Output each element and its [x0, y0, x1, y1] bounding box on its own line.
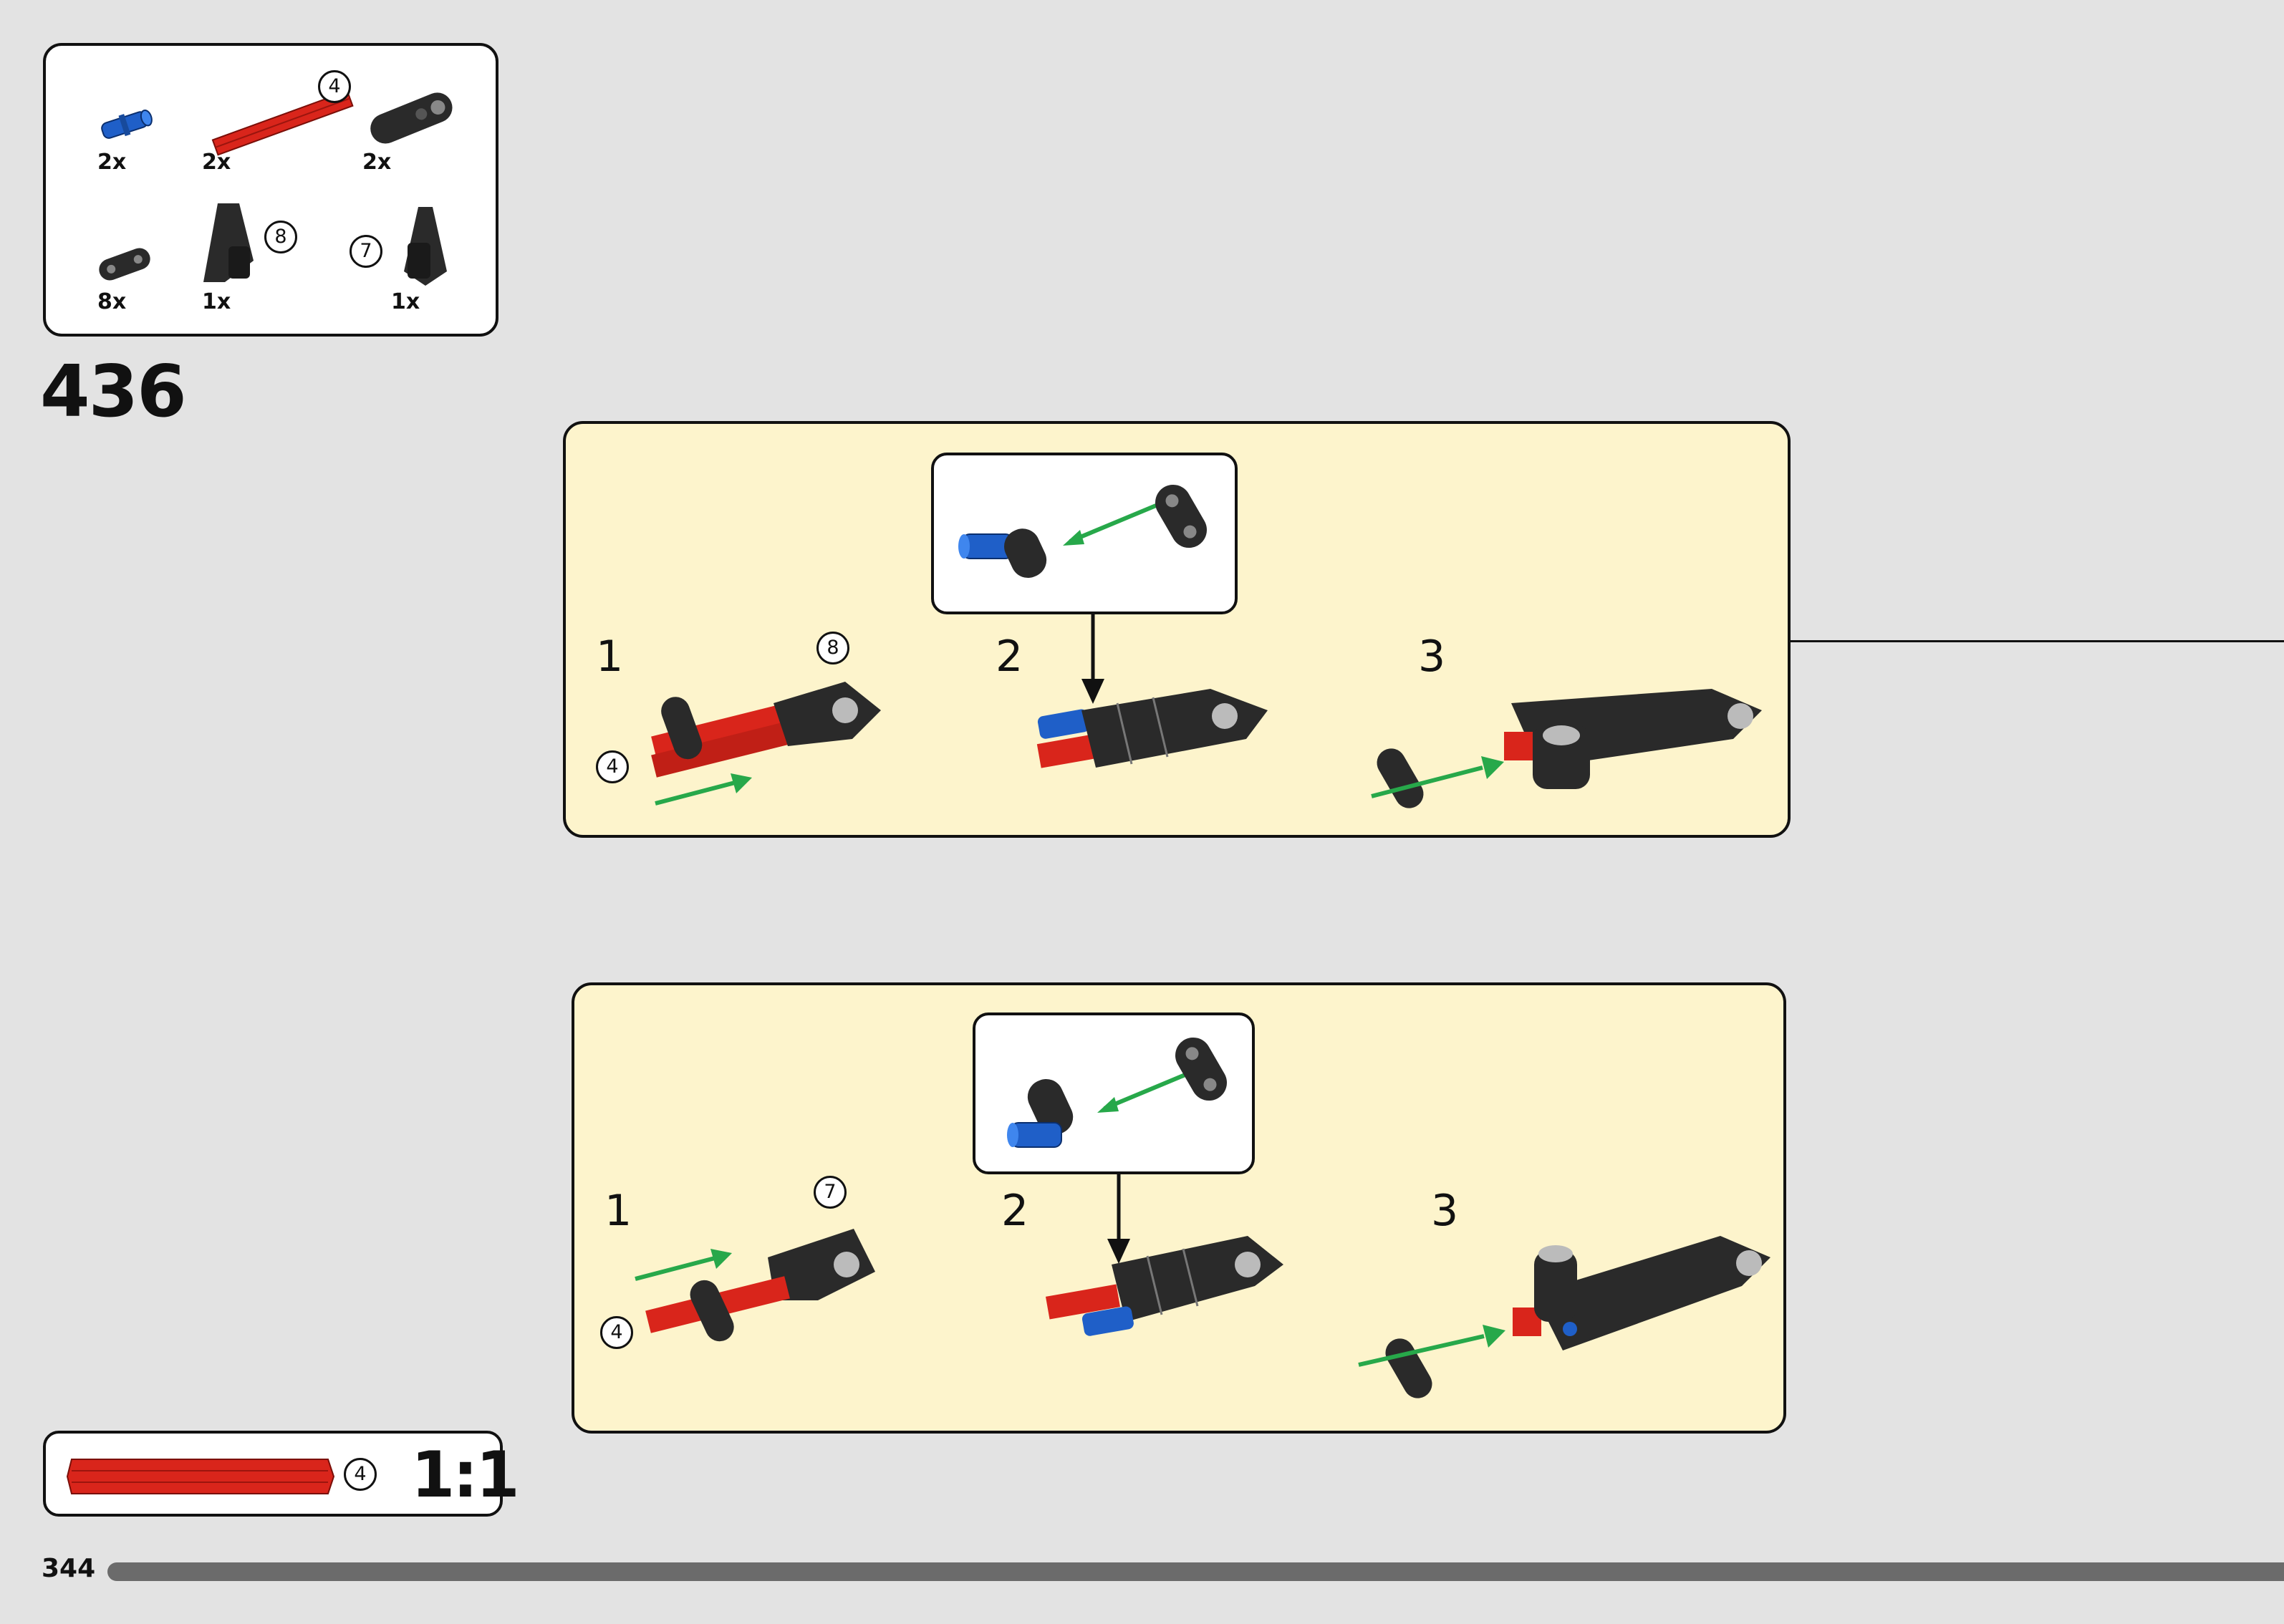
lower-inset-box — [973, 1012, 1255, 1174]
upper-substep-panel: 1 2 3 8 4 — [563, 421, 1791, 838]
upper-sub3-assembly — [1504, 689, 1762, 789]
upper-sub3-green-arrow — [1371, 756, 1504, 798]
lower-substep-1: 1 — [604, 1186, 632, 1236]
small-beam-qty: 8x — [97, 289, 127, 314]
panel-right-part — [404, 207, 447, 286]
ruler-red-axle — [66, 1459, 335, 1494]
lower-sub3-green-arrow — [1358, 1325, 1505, 1367]
axle-length-callout: 4 — [318, 70, 351, 103]
step-number: 436 — [40, 349, 187, 433]
upper-sub2-assembly — [1036, 689, 1268, 768]
lower-sub2-assembly — [1045, 1236, 1283, 1336]
lower-substep-2: 2 — [1001, 1186, 1029, 1236]
upper-axle-callout: 4 — [596, 750, 629, 783]
panel-right-qty: 1x — [391, 289, 420, 314]
panel-right-callout: 7 — [350, 235, 382, 268]
ruler-scale: 1:1 — [411, 1438, 520, 1512]
upper-panel-callout: 8 — [816, 632, 849, 664]
lower-axle-callout: 4 — [600, 1316, 633, 1349]
upper-sub1-green-arrow — [655, 773, 752, 806]
inset-small-beam — [1155, 484, 1207, 548]
blue-pin-part — [101, 110, 153, 139]
upper-inset-box — [931, 453, 1238, 614]
lower-inset-green-arrow — [1097, 1070, 1192, 1113]
ruler-length-callout: 4 — [344, 1458, 377, 1491]
lower-sub1-green-arrow — [635, 1249, 732, 1281]
progress-bar — [107, 1562, 2284, 1581]
upper-inset-down-arrow — [1081, 614, 1104, 704]
parts-list-box: 2x 4 2x 2x 8x 8 1x 7 1x — [43, 43, 498, 337]
upper-substep-3: 3 — [1418, 632, 1446, 682]
panel-left-part — [203, 203, 254, 282]
red-axle-qty: 2x — [202, 150, 231, 175]
upper-sub1-assembly — [651, 682, 881, 778]
lower-sub1-assembly — [645, 1229, 875, 1342]
inset-green-arrow — [1063, 503, 1157, 546]
lower-sub3-small-beam — [1385, 1338, 1432, 1398]
small-beam-part — [99, 248, 150, 281]
upper-substep-2: 2 — [996, 632, 1023, 682]
lower-inset-small-beam — [1175, 1037, 1227, 1101]
panel-left-callout: 8 — [264, 221, 297, 253]
panel-connector-line — [1791, 640, 2284, 642]
red-axle-part — [211, 90, 354, 156]
upper-substep-1: 1 — [596, 632, 624, 682]
lower-sub3-assembly — [1513, 1236, 1770, 1350]
inset-blue-pin-assembly — [958, 528, 1047, 579]
lower-panel-callout: 7 — [814, 1176, 847, 1209]
lower-substep-panel: 1 2 3 7 4 — [572, 982, 1786, 1434]
lower-substep-3: 3 — [1431, 1186, 1459, 1236]
axle-ruler-box: 4 1:1 — [43, 1431, 520, 1517]
dark-beam-qty: 2x — [362, 150, 392, 175]
dark-beam-part — [370, 92, 453, 144]
blue-pin-qty: 2x — [97, 150, 127, 175]
lower-inset-assembly — [1007, 1078, 1074, 1148]
panel-left-qty: 1x — [202, 289, 231, 314]
page-number: 344 — [42, 1554, 96, 1583]
lower-inset-down-arrow — [1107, 1174, 1130, 1264]
upper-sub3-small-beam — [1377, 748, 1424, 808]
